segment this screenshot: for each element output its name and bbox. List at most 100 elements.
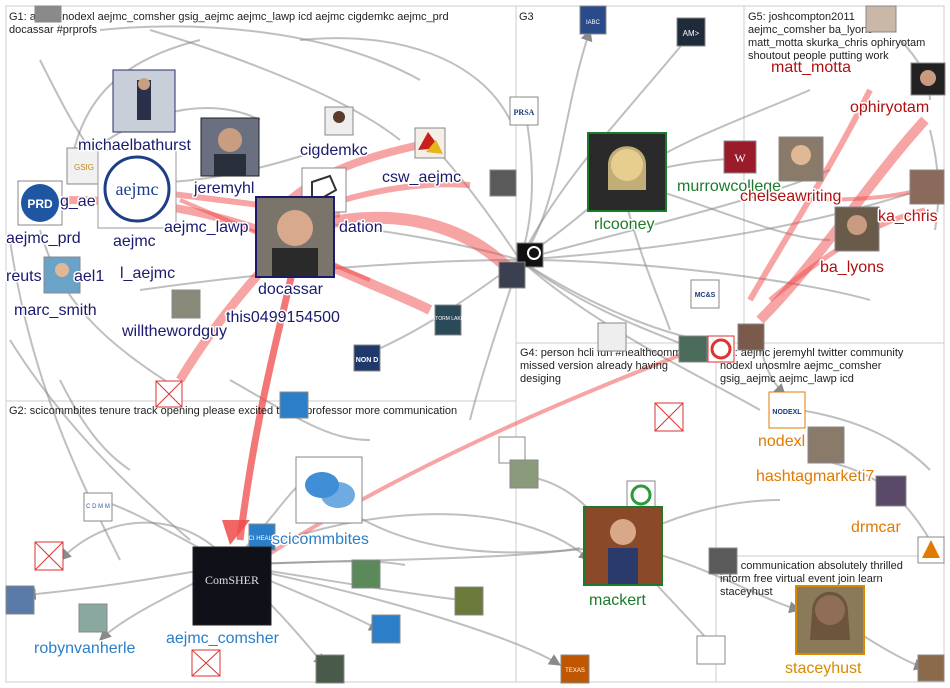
comsher-logo-text: ComSHER [205,573,259,587]
label-drmcar: drmcar [851,519,901,536]
g1-top-avatar [34,5,62,23]
group-titles: G1: aejmc nodexl aejmc_comsher gsig_aejm… [9,11,925,598]
label-ba-lyons: ba_lyons [820,259,884,276]
comsher-logo [192,546,272,626]
hashtagmarketi7-avatar [807,426,845,464]
g1-avatar-2 [498,261,526,289]
label-ophiryotam: ophiryotam [850,99,929,116]
g7-avatar [917,654,945,682]
label-cigdemkc: cigdemkc [300,142,368,159]
drmcar-avatar [875,475,907,507]
aejmc-logo-text: aejmc [116,179,159,199]
g4-logo-1 [498,436,526,464]
scihealth-logo [248,523,276,551]
g5-title-2: aejmc_comsher ba_lyons [748,24,873,36]
svg-text:W: W [734,151,746,165]
label-aejmc-prd: aejmc_prd [6,230,81,247]
nond-logo-text: NON D [356,357,379,364]
g4-title: G4: person hcli fun #healthcomm oh [520,347,697,359]
label-docassar: docassar [258,281,324,298]
g6-title: G6: aejmc jeremyhl twitter community [720,347,904,359]
gsig-logo [66,147,102,185]
iabc-logo-text: IABC [586,20,601,26]
label-this0499154500: this0499154500 [226,309,340,326]
prsa-logo [509,96,539,126]
label-csw-aejmc: csw_aejmc [382,169,461,186]
label-marc-smith: marc_smith [14,302,97,319]
label-g-ae: g_ae [60,193,96,210]
label-hashtagmarketi7: hashtagmarketi7 [756,468,874,485]
g2-avatar-mid [351,559,381,589]
label-aejmc: aejmc [113,233,156,250]
mcs-logo [690,279,720,309]
prd-logo-text: PRD [27,197,53,211]
g5-title-4: shoutout people putting work [748,50,889,62]
joshcompton-avatar [865,5,897,33]
storm-lake-logo [434,304,462,336]
g7-title-3: staceyhust [720,586,773,598]
label-matt-motta: matt_motta [771,59,851,76]
g2-avatar-left [5,585,35,615]
nodexl-logo [768,391,806,429]
g1-title: G1: aejmc nodexl aejmc_comsher gsig_aejm… [9,11,449,23]
g4-title-3: desiging [520,373,561,385]
am-logo-text: AM> [683,29,700,38]
g2-avatar-top [279,391,309,419]
g7-title-2: inform free virtual event join learn [720,573,883,585]
label-dation: dation [339,219,383,236]
g3-avatar-3 [737,323,765,351]
gsig-logo-text: GSIG [74,163,94,172]
g4-avatar-1 [509,459,539,489]
g6-title-2: nodexl unosmlre aejmc_comsher [720,360,882,372]
willthewordguy-avatar [171,289,201,319]
g2-title: G2: scicommbites tenure track opening pl… [9,405,457,417]
texas-logo-text: TEXAS [565,668,585,674]
robynvanherle-avatar [78,603,108,633]
cdmm-logo [83,492,113,522]
mcs-logo-text: MC&S [695,292,716,299]
g1-avatar-right [489,169,517,197]
label-willthewordguy: willthewordguy [121,323,227,340]
g6-title-3: gsig_aejmc aejmc_lawp icd [720,373,854,385]
label-jeremyhl: jeremyhl [193,180,254,197]
nond-logo [353,344,381,372]
murrowcollege-logo [723,140,757,174]
g5-title: G5: joshcompton2011 [748,11,855,23]
g4-avatar-2 [708,547,738,575]
cdmm-logo-text: C D M M [86,504,110,510]
label-aejmc-lawp: aejmc_lawp [164,219,249,236]
label-l-aejmc: l_aejmc [120,265,175,282]
g4-logo-3 [696,635,726,665]
label-nodexl: nodexl [758,433,805,450]
nodexl-logo-text: NODEXL [772,409,802,416]
label-ael1: ael1 [74,268,104,285]
label-michaelbathurst: michaelbathurst [78,137,192,154]
g3-avatar-2 [678,335,708,363]
g2-avatar-blue [371,614,401,644]
prsa-logo-text: PRSA [514,108,535,117]
iabc-logo [579,5,607,35]
g3-avatar-1 [597,322,627,352]
g4-title-2: missed version already having [520,360,668,372]
label-scicommbites: scicommbites [272,531,369,548]
aejmc-logo [97,149,177,229]
texas-logo [560,654,590,684]
g2-avatar-bottom [315,654,345,684]
label-rlcooney: rlcooney [594,216,654,233]
label-staceyhust: staceyhust [785,660,862,677]
label-ka-chris: ka_chris [878,208,938,225]
label-reuts: reuts [6,268,42,285]
g1-title-2: docassar #prprofs [9,24,98,36]
g5-title-3: matt_motta skurka_chris ophiryotam [748,37,925,49]
g2-avatar-right [454,586,484,616]
label-mackert: mackert [589,592,646,609]
label-chelseawriting: chelseawriting [740,188,841,205]
label-robynvanherle: robynvanherle [34,640,136,657]
ka-chris-avatar [909,169,945,205]
node-images: GSIG aejmc PRD STORM LAKE NON D [5,5,946,684]
label-murrowcollege: murrowcollege [677,178,781,195]
am-logo [676,17,706,47]
g3-title: G3 [519,11,534,23]
g7-title: G7: communication absolutely thrilled [720,560,903,572]
